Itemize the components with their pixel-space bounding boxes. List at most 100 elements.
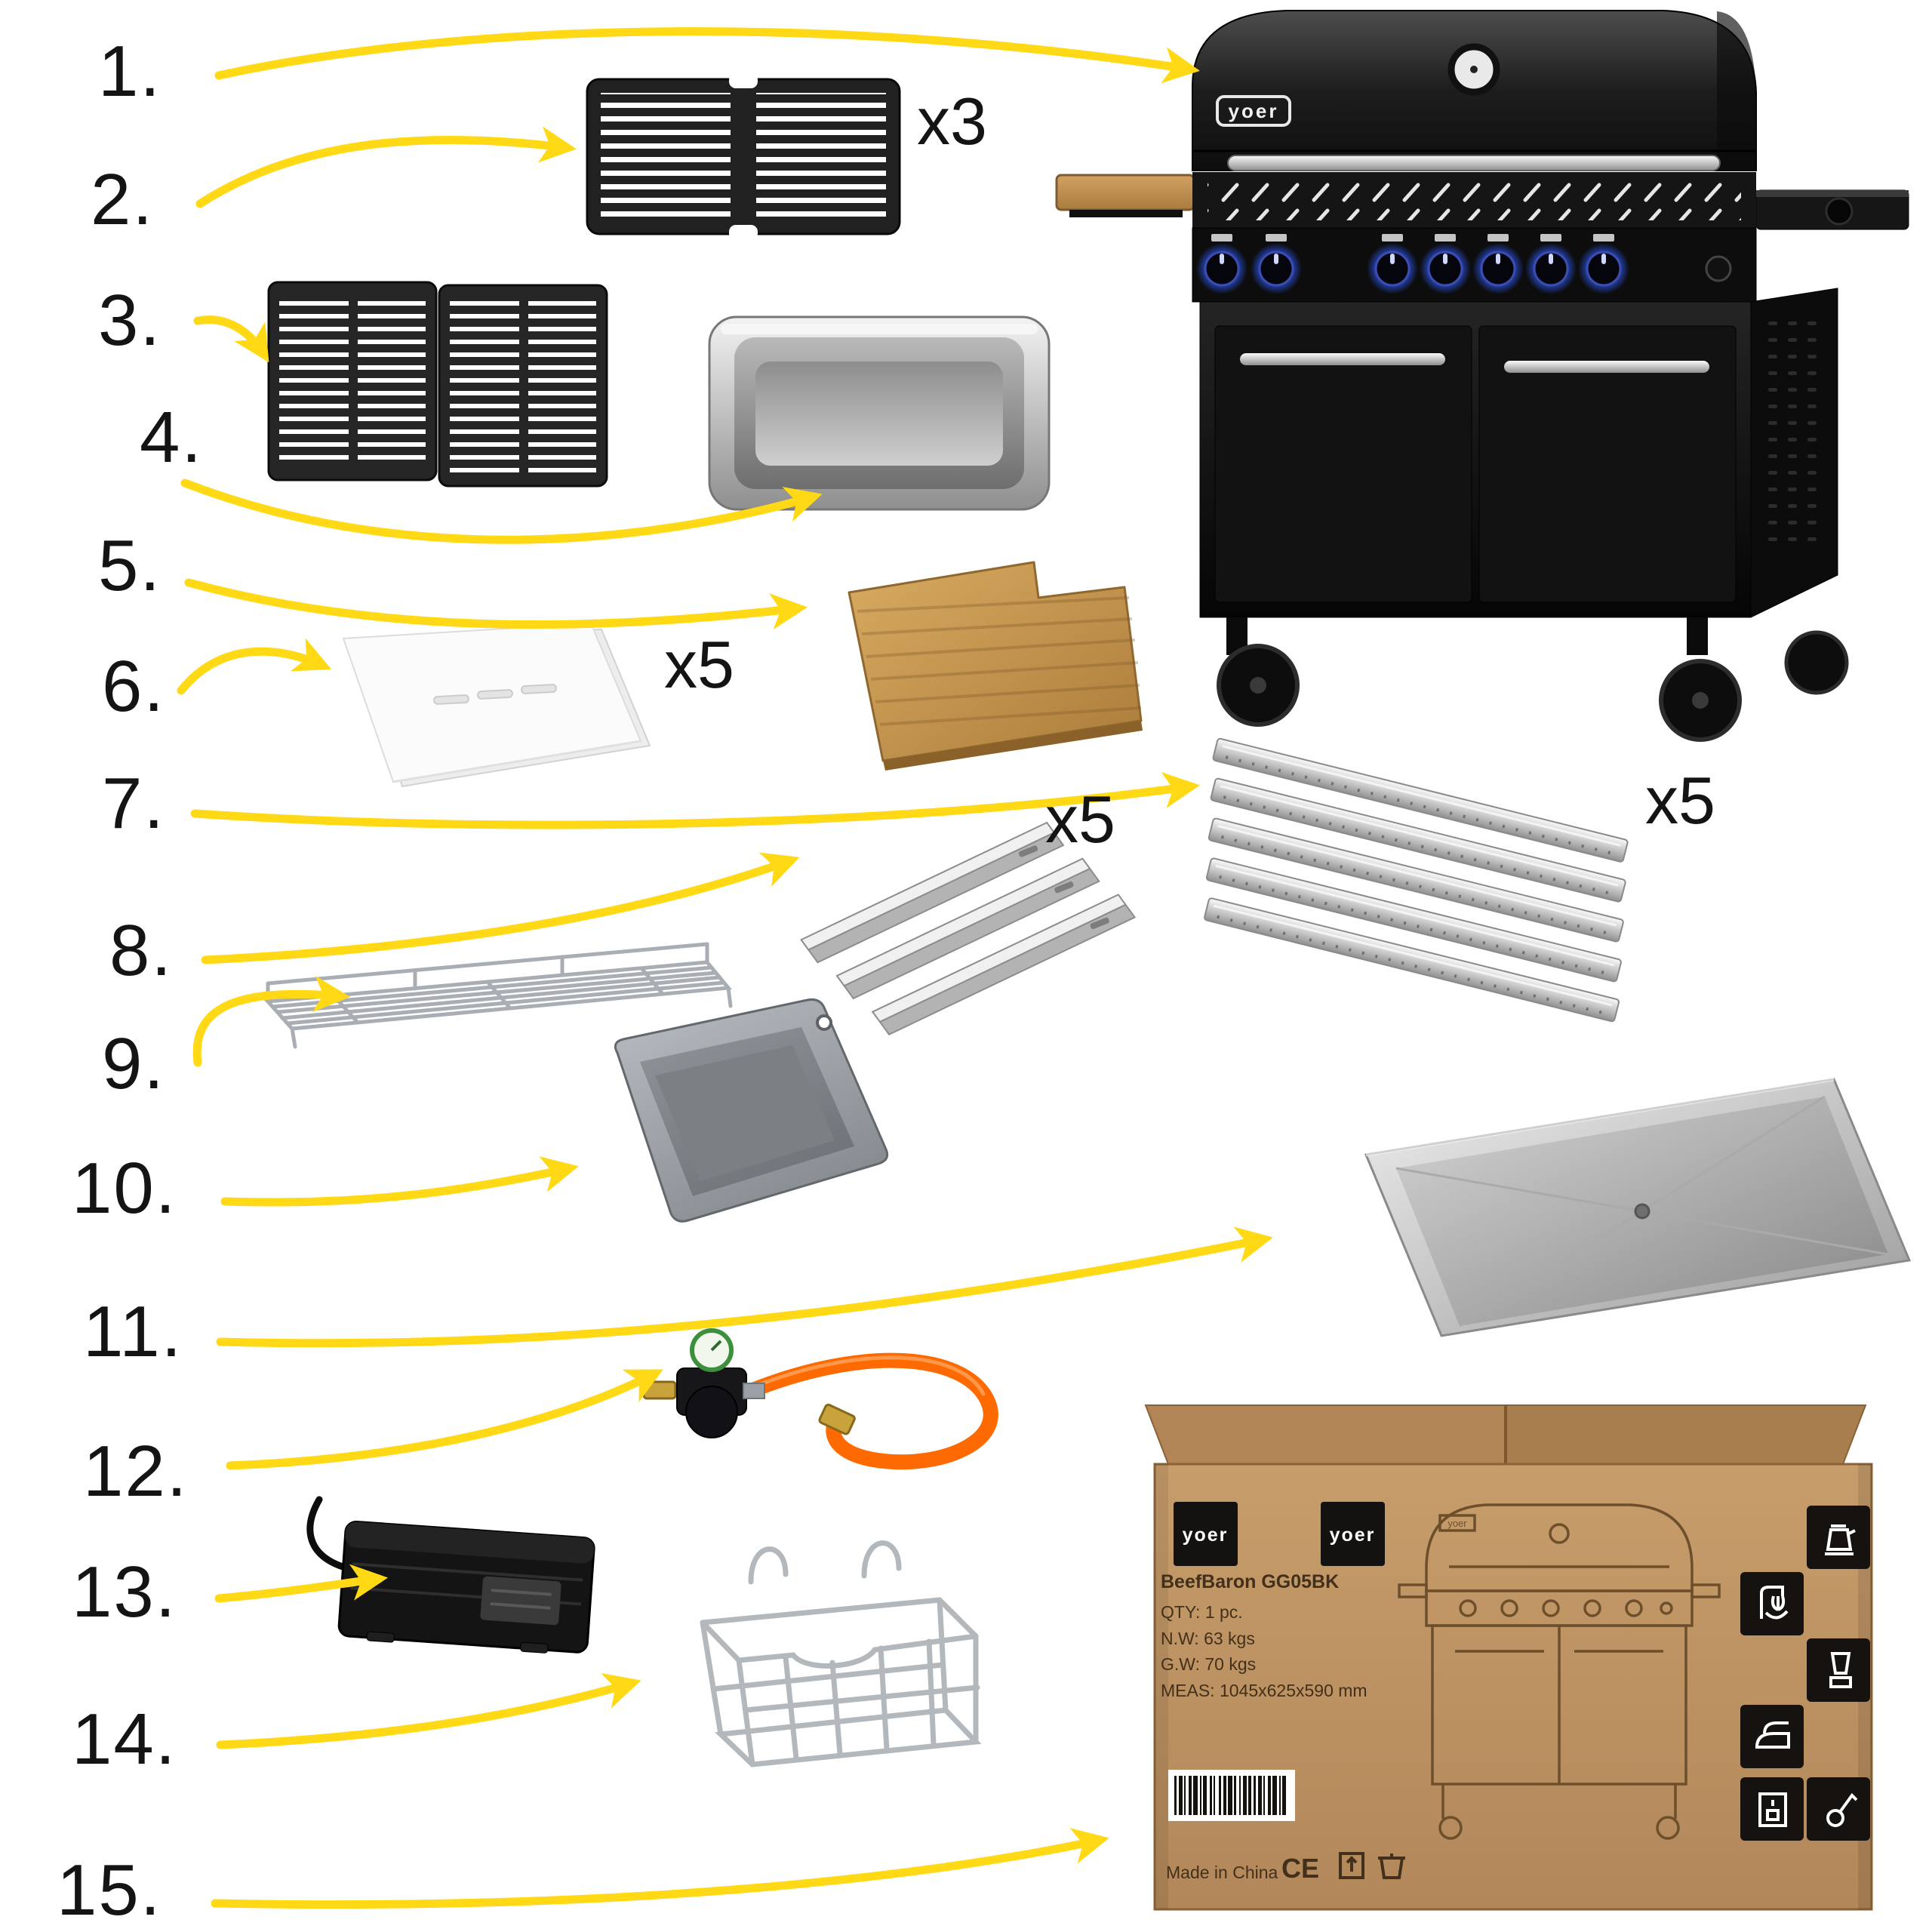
cutting-board-image [808,528,1155,777]
ce-mark: CE [1281,1853,1319,1884]
hood-handle [1227,155,1721,171]
box-net-weight: N.W: 63 kgs [1161,1628,1255,1648]
door-handle-left [1240,353,1445,365]
arrow-14 [216,1673,641,1749]
power-box-icon [306,1496,595,1654]
lineart-brand-text: yoer [1447,1518,1467,1529]
item-number-12: 12. [83,1431,189,1512]
item-number-5: 5. [98,525,162,606]
door-handle-right [1504,361,1709,373]
coffee-machine-icon [1758,1792,1787,1827]
vacuum-icon [1826,1792,1858,1827]
drip-pan-image [1275,1034,1932,1396]
blender-icon [1829,1652,1852,1688]
appliance-tile-coffee-machine [1740,1777,1804,1841]
item-number-7: 7. [102,763,166,844]
item-number-8: 8. [109,910,174,991]
yoer-logo-text: yoer [1330,1524,1376,1546]
box-grill-lineart: yoer [1398,1503,1721,1840]
box-label [480,1576,561,1626]
multiplier-x5-sheets: x5 [664,627,734,702]
cooking-grate-large-icon [267,281,608,488]
kettle-icon [1825,1524,1856,1555]
hook-icon [748,1546,789,1585]
grill-hood: yoer [1192,10,1757,228]
certification-marks: CE [1281,1852,1405,1884]
cabinet-door-right [1478,325,1737,603]
cup-holder-icon [1825,197,1854,226]
appliance-tile-mixer [1740,1572,1804,1635]
cooking-grate-small-icon [586,73,901,240]
grill-cart [1199,288,1838,655]
ignition-button-icon [1705,255,1732,282]
yoer-logo-tile: yoer [1174,1502,1238,1566]
packaging-icon [1339,1852,1364,1879]
item-number-1: 1. [98,31,162,112]
box-top-flaps [1144,1404,1867,1465]
flame-tamers-icon [1202,737,1630,1024]
grease-tray-icon [614,998,889,1223]
brass-fitting-icon [818,1403,856,1435]
yoer-logo-tile: yoer [1321,1502,1385,1566]
power-cable [306,1496,349,1571]
teflon-sheets-image [321,611,668,808]
item-number-3: 3. [98,280,162,361]
yoer-logo-badge: yoer [1216,95,1291,127]
item-number-6: 6. [102,646,166,727]
arrow-2 [195,126,577,208]
gas-regulator-hose-icon [642,1328,998,1470]
box-model: BeefBaron GG05BK [1161,1571,1340,1592]
steel-pan-image [691,291,1068,540]
wire-basket-icon [700,1540,982,1767]
grill-wheels [1217,630,1849,742]
arrow-6 [177,638,332,695]
packaging-box-icon: yoer yoer CE [1144,1404,1873,1911]
cutting-board-icon [848,561,1143,771]
power-box-image [298,1483,623,1679]
cabinet-door-left [1214,325,1472,603]
box-made-in: Made in China [1166,1863,1278,1882]
item-number-15: 15. [57,1850,162,1930]
cooking-grate-small-image [581,72,906,245]
item-number-2: 2. [91,159,155,240]
regulator-icon [642,1328,765,1438]
hook-icon [861,1540,902,1579]
multiplier-x5-plates: x5 [1045,782,1115,857]
appliance-tile-vacuum [1807,1777,1870,1841]
control-panel [1192,227,1757,303]
grease-tray-image [558,962,906,1272]
arrow-15 [211,1828,1109,1909]
box-measurements: MEAS: 1045x625x590 mm [1161,1680,1367,1700]
appliance-tile-blender [1807,1638,1870,1702]
side-shelf-left [1055,174,1195,217]
gas-hose [743,1352,998,1470]
wire-basket-image [638,1509,985,1811]
gas-regulator-hose-image [638,1309,1038,1491]
side-shelf-right [1755,189,1909,230]
barcode [1168,1770,1295,1821]
side-vents [1766,317,1826,543]
multiplier-x3-grates: x3 [917,84,987,158]
box-gross-weight: G.W: 70 kgs [1161,1654,1257,1674]
item-number-10: 10. [72,1148,177,1229]
gas-grill-image: yoer [1038,0,1921,755]
item-number-4: 4. [140,397,204,478]
item-number-14: 14. [72,1699,177,1780]
multiplier-x5-tamers: x5 [1645,763,1715,838]
iron-icon [1755,1721,1790,1749]
recycle-bin-icon [1378,1854,1405,1879]
flame-tamers-image [1200,702,1698,1049]
steel-pan-icon [708,315,1051,511]
arrow-10 [220,1156,579,1207]
box-spec-block: BeefBaron GG05BK QTY: 1 pc. N.W: 63 kgs … [1161,1571,1395,1703]
yoer-logo-text: yoer [1183,1524,1229,1546]
teflon-sheets-icon [342,622,651,788]
item-number-9: 9. [102,1023,166,1104]
item-number-13: 13. [72,1552,177,1632]
gas-grill-icon: yoer [1055,10,1909,742]
hood-vents [1208,181,1741,220]
stand-mixer-icon [1760,1586,1789,1620]
cooking-grate-large-image [264,272,611,498]
yoer-logo-text: yoer [1229,100,1279,122]
